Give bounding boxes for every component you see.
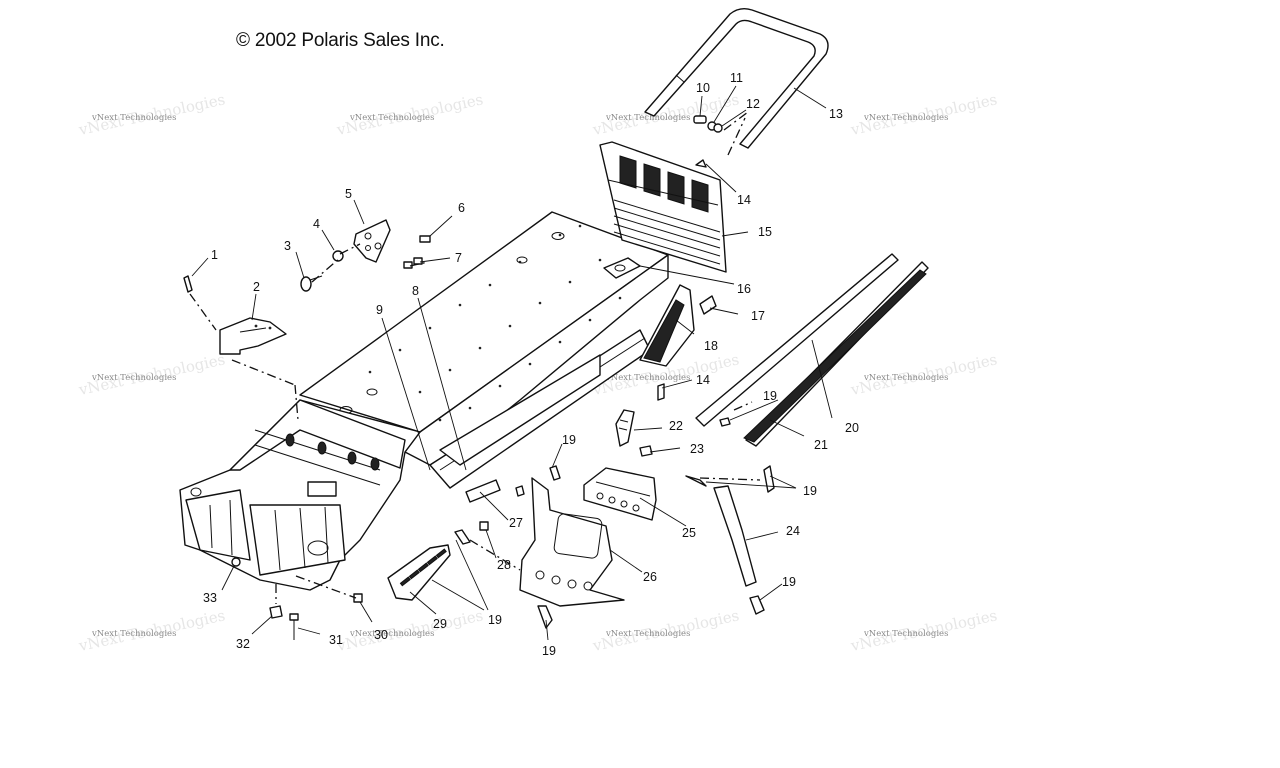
callout-30: 30 bbox=[374, 628, 388, 642]
flap-rib bbox=[613, 199, 721, 233]
callout-9: 9 bbox=[376, 303, 383, 317]
callout-33: 33 bbox=[203, 591, 217, 605]
plate-slot bbox=[417, 562, 429, 573]
guard-26 bbox=[519, 477, 625, 607]
callout-11: 11 bbox=[730, 71, 743, 85]
callout-27: 27 bbox=[509, 516, 523, 530]
callout-24: 24 bbox=[786, 524, 800, 538]
callout-25: 25 bbox=[682, 526, 696, 540]
bracket-5 bbox=[353, 219, 391, 263]
callout-8: 8 bbox=[412, 284, 419, 298]
plate-slot bbox=[435, 548, 447, 559]
callout-16: 16 bbox=[737, 282, 751, 296]
callout-7: 7 bbox=[455, 251, 462, 265]
hardware-10-14 bbox=[693, 111, 749, 168]
callout-29: 29 bbox=[433, 617, 447, 631]
running-board-parts bbox=[639, 253, 929, 447]
watermark-text: vNext Technologies bbox=[605, 629, 690, 639]
watermark-text: vNext Technologies bbox=[863, 113, 948, 123]
flap-rib bbox=[613, 207, 721, 241]
callout-21: 21 bbox=[814, 438, 828, 452]
fasteners bbox=[183, 235, 775, 640]
callout-19-c: 19 bbox=[803, 484, 817, 498]
callout-3: 3 bbox=[284, 239, 291, 253]
rear-bumper-hoop bbox=[644, 7, 829, 149]
callout-31: 31 bbox=[329, 633, 343, 647]
plate-slot bbox=[399, 576, 411, 587]
callout-5: 5 bbox=[345, 187, 352, 201]
watermark-text: vNext Technologies bbox=[863, 629, 948, 639]
callout-22: 22 bbox=[669, 419, 683, 433]
callout-20: 20 bbox=[845, 421, 859, 435]
watermark-text: vNext Technologies bbox=[91, 629, 176, 639]
callout-numbers: 1 2 3 4 5 6 7 8 9 10 11 12 13 14 15 16 1… bbox=[203, 71, 859, 658]
callout-18: 18 bbox=[704, 339, 718, 353]
flap-slat bbox=[619, 155, 637, 189]
bracket-24 bbox=[713, 485, 757, 587]
plate-slot bbox=[426, 555, 438, 566]
callout-19-f: 19 bbox=[542, 644, 556, 658]
parts-22-23 bbox=[615, 409, 653, 457]
watermark-text: vNext Technologies bbox=[605, 373, 690, 383]
callout-23: 23 bbox=[690, 442, 704, 456]
callout-15: 15 bbox=[758, 225, 772, 239]
watermark-text: vNext Technologies bbox=[349, 113, 434, 123]
perforated-panel bbox=[439, 354, 601, 466]
callout-32: 32 bbox=[236, 637, 250, 651]
callout-28: 28 bbox=[497, 558, 511, 572]
flap-rib bbox=[613, 231, 721, 265]
callout-4: 4 bbox=[313, 217, 320, 231]
flap-slat bbox=[691, 179, 709, 213]
callout-12: 12 bbox=[746, 97, 760, 111]
callout-6: 6 bbox=[458, 201, 465, 215]
callout-14-lower: 14 bbox=[696, 373, 710, 387]
skid-plate-29 bbox=[387, 544, 451, 601]
callout-2: 2 bbox=[253, 280, 260, 294]
snow-flap bbox=[599, 141, 727, 273]
watermark-text: vNext Technologies bbox=[91, 373, 176, 383]
plate-slot bbox=[408, 569, 420, 580]
callout-19-d: 19 bbox=[782, 575, 796, 589]
callout-19-b: 19 bbox=[562, 433, 576, 447]
guard-25 bbox=[583, 467, 657, 521]
callout-17: 17 bbox=[751, 309, 765, 323]
chassis-tunnel bbox=[299, 211, 669, 489]
leader-lines bbox=[191, 85, 833, 641]
callout-26: 26 bbox=[643, 570, 657, 584]
callout-13: 13 bbox=[829, 107, 843, 121]
bracket-2 bbox=[219, 317, 287, 355]
watermark-text: vNext Technologies bbox=[349, 629, 434, 639]
watermark-text: vNext Technologies bbox=[605, 113, 690, 123]
flap-slat bbox=[643, 163, 661, 197]
watermark-text: vNext Technologies bbox=[91, 113, 176, 123]
front-bulkhead bbox=[179, 399, 421, 591]
callout-10: 10 bbox=[696, 81, 710, 95]
flap-rib bbox=[613, 223, 721, 257]
copyright-notice: © 2002 Polaris Sales Inc. bbox=[236, 30, 445, 51]
callout-14-upper: 14 bbox=[737, 193, 751, 207]
watermark-text: vNext Technologies bbox=[863, 373, 948, 383]
flap-rib bbox=[613, 215, 721, 249]
callout-19-a: 19 bbox=[763, 389, 777, 403]
callout-1: 1 bbox=[211, 248, 218, 262]
callout-19-e: 19 bbox=[488, 613, 502, 627]
flap-slat bbox=[667, 171, 685, 205]
